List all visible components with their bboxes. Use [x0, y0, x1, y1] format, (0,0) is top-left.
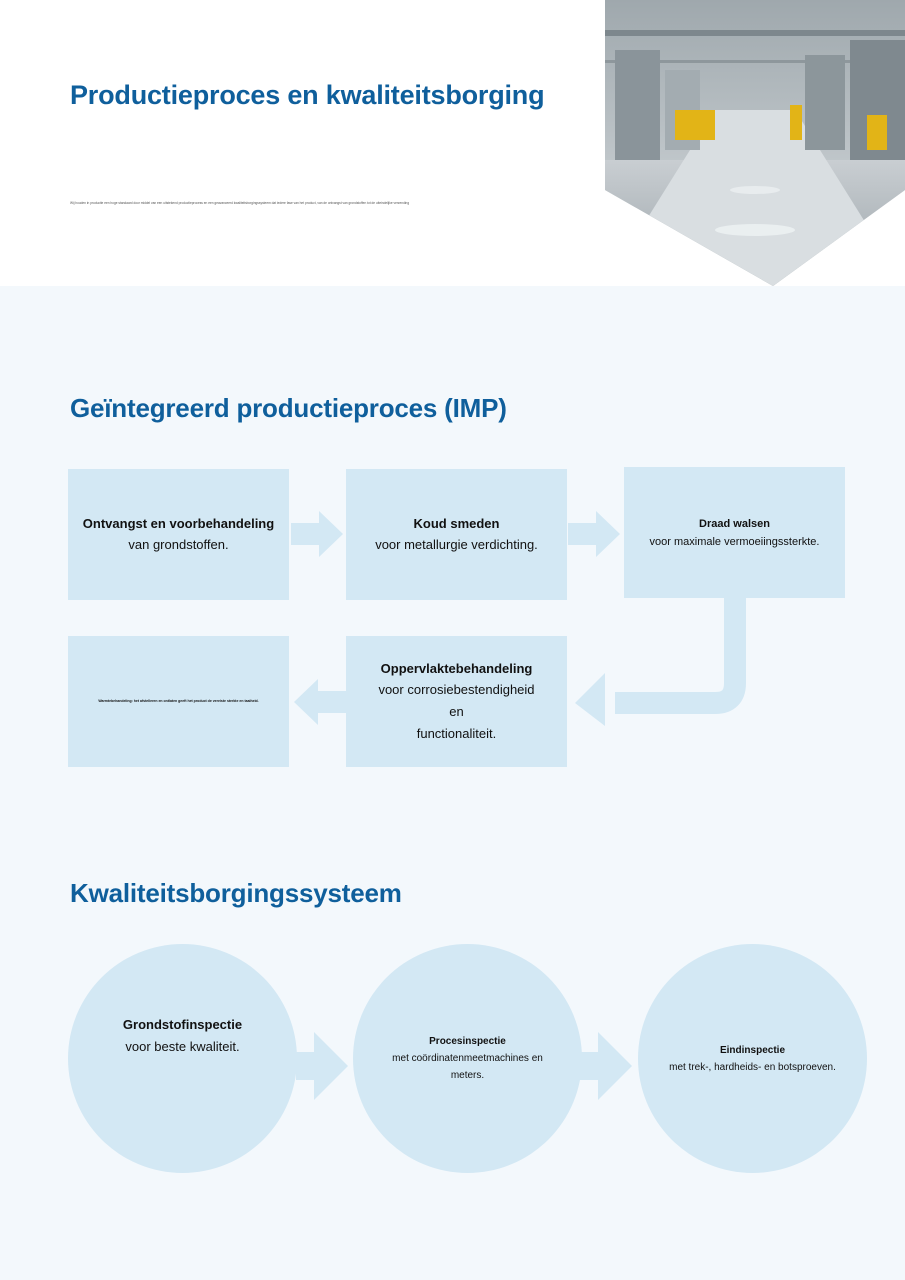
qa-section-title: Kwaliteitsborgingssysteem — [70, 878, 402, 908]
imp-step-thread-rolling: Draad walsen voor maximale vermoeiingsst… — [624, 467, 845, 598]
step-title: Oppervlaktebehandeling — [380, 660, 533, 676]
step-desc: van grondstoffen. — [128, 536, 229, 552]
qa-step-raw-material-inspection: Grondstofinspectie voor beste kwaliteit. — [68, 944, 297, 1173]
imp-step-heat-treatment: Warmtebehandeling: het afstelleren en on… — [68, 636, 289, 767]
qa-step-final-inspection: Eindinspectie met trek-, hardheids- en b… — [638, 944, 867, 1173]
step-desc: voor corrosiebestendigheid en functional… — [378, 681, 535, 741]
right-arrow-icon — [296, 1032, 348, 1100]
step-title: Grondstofinspectie — [122, 1017, 243, 1032]
imp-section-title: Geïntegreerd productieproces (IMP) — [70, 393, 507, 423]
imp-step-surface-treatment: Oppervlaktebehandeling voor corrosiebest… — [346, 636, 567, 767]
curved-connector-arrow-icon — [575, 598, 746, 726]
qa-step-process-inspection: Procesinspectie met coördinatenmeetmachi… — [353, 944, 582, 1173]
step-desc: met trek-, hardheids- en botsproeven. — [669, 1061, 836, 1073]
intro-text: Wij houden in productie een hoge standaa… — [70, 201, 410, 205]
step-desc: met coördinatenmeetmachines en meters. — [392, 1053, 543, 1081]
right-arrow-icon — [580, 1032, 632, 1100]
step-title: Procesinspectie — [429, 1036, 506, 1047]
step-title: Ontvangst en voorbehandeling — [82, 515, 275, 531]
page-title: Productieproces en kwaliteitsborging — [70, 80, 545, 110]
right-arrow-icon — [291, 511, 343, 557]
left-arrow-icon — [294, 679, 346, 725]
step-title: Eindinspectie — [719, 1044, 785, 1056]
hero-section: Productieproces en kwaliteitsborging Wij… — [0, 0, 905, 286]
step-title: Warmtebehandeling: het afstelleren en on… — [98, 699, 259, 703]
imp-step-receiving: Ontvangst en voorbehandeling van grondst… — [68, 469, 289, 600]
step-title: Draad walsen — [699, 517, 770, 530]
factory-photo — [605, 0, 905, 286]
step-desc: voor maximale vermoeiingssterkte. — [649, 535, 820, 548]
step-desc: voor beste kwaliteit. — [125, 1039, 240, 1054]
step-title: Koud smeden — [413, 515, 500, 531]
step-desc: voor metallurgie verdichting. — [375, 536, 538, 552]
right-arrow-icon — [568, 511, 620, 557]
imp-step-cold-forging: Koud smeden voor metallurgie verdichting… — [346, 469, 567, 600]
